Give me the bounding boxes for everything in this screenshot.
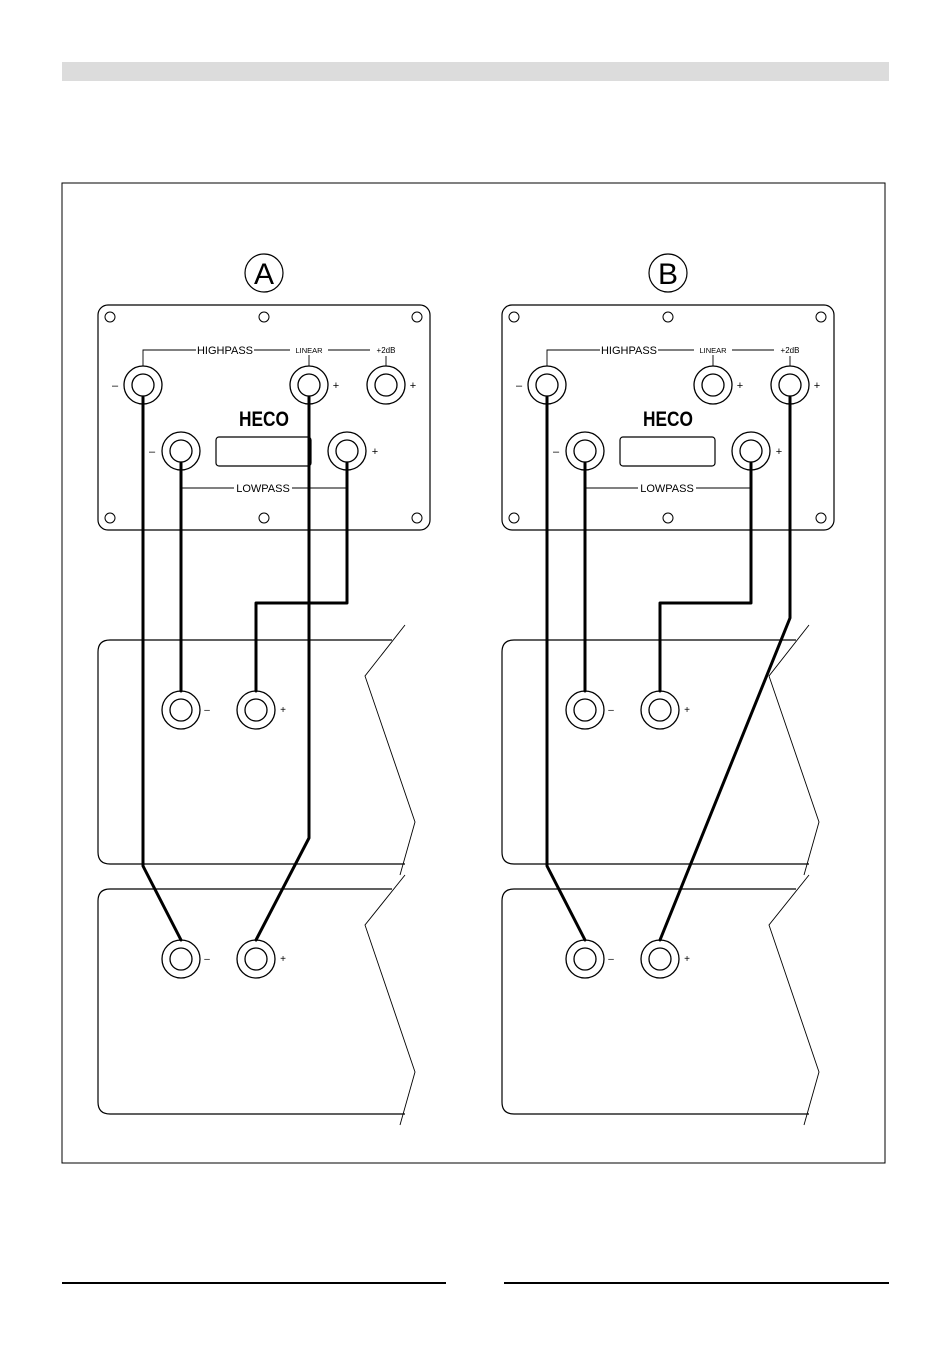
cabinet-plus-terminal bbox=[237, 940, 275, 978]
linear-plus-terminal bbox=[694, 366, 732, 404]
lowpass-label: LOWPASS bbox=[640, 483, 694, 495]
cabinet-minus-terminal bbox=[566, 691, 604, 729]
screw-hole bbox=[259, 312, 269, 322]
polarity-plus: + bbox=[776, 446, 782, 458]
header-bar bbox=[62, 62, 889, 81]
diagram-b: B HIGHPASS LINEAR +2dB – bbox=[502, 254, 834, 1125]
polarity-plus: + bbox=[333, 380, 339, 392]
brand-logo: HECO bbox=[239, 408, 289, 431]
wires-b bbox=[547, 397, 790, 940]
screw-hole bbox=[509, 312, 519, 322]
screw-hole bbox=[259, 513, 269, 523]
speaker-cabinet-bottom-a: – + bbox=[98, 875, 415, 1125]
diagram-b-letter: B bbox=[658, 258, 678, 291]
cabinet-plus-terminal bbox=[641, 691, 679, 729]
cabinet-plus-terminal bbox=[641, 940, 679, 978]
diagram-a-letter: A bbox=[254, 258, 274, 291]
label-window bbox=[620, 437, 715, 466]
cabinet-minus-terminal bbox=[162, 691, 200, 729]
brand-logo: HECO bbox=[643, 408, 693, 431]
polarity-plus: + bbox=[372, 446, 378, 458]
screw-hole bbox=[412, 513, 422, 523]
cabinet-plus-terminal bbox=[237, 691, 275, 729]
polarity-plus: + bbox=[280, 954, 286, 965]
polarity-plus: + bbox=[737, 380, 743, 392]
diagram-b-badge: B bbox=[649, 254, 687, 292]
polarity-minus: – bbox=[149, 446, 156, 458]
screw-hole bbox=[816, 312, 826, 322]
polarity-plus: + bbox=[814, 380, 820, 392]
polarity-plus: + bbox=[684, 705, 690, 716]
screw-hole bbox=[105, 312, 115, 322]
polarity-minus: – bbox=[112, 380, 119, 392]
highpass-label: HIGHPASS bbox=[197, 345, 253, 357]
terminal-plate-a: HIGHPASS LINEAR +2dB – + + HECO bbox=[98, 305, 430, 530]
wire-highpass-minus bbox=[143, 397, 181, 940]
label-window bbox=[216, 437, 311, 466]
boost-label: +2dB bbox=[377, 346, 396, 355]
screw-hole bbox=[105, 513, 115, 523]
polarity-minus: – bbox=[608, 954, 614, 965]
diagram-a-badge: A bbox=[245, 254, 283, 292]
screw-hole bbox=[816, 513, 826, 523]
wire-boost-plus bbox=[660, 397, 790, 940]
polarity-minus: – bbox=[516, 380, 523, 392]
polarity-minus: – bbox=[608, 705, 614, 716]
cabinet-minus-terminal bbox=[566, 940, 604, 978]
linear-label: LINEAR bbox=[295, 346, 323, 355]
polarity-minus: – bbox=[553, 446, 560, 458]
screw-hole bbox=[663, 312, 673, 322]
wire-lowpass-plus bbox=[660, 463, 751, 691]
screw-hole bbox=[509, 513, 519, 523]
polarity-minus: – bbox=[204, 705, 210, 716]
boost-plus-terminal bbox=[367, 366, 405, 404]
lowpass-label: LOWPASS bbox=[236, 483, 290, 495]
screw-hole bbox=[663, 513, 673, 523]
wire-linear-plus bbox=[256, 397, 309, 940]
polarity-plus: + bbox=[280, 705, 286, 716]
speaker-cabinet-bottom-b: – + bbox=[502, 875, 819, 1125]
diagram-frame bbox=[62, 183, 885, 1163]
polarity-minus: – bbox=[204, 954, 210, 965]
wire-lowpass-plus bbox=[256, 463, 347, 691]
linear-label: LINEAR bbox=[699, 346, 727, 355]
terminal-plate-b: HIGHPASS LINEAR +2dB – + + HECO bbox=[502, 305, 834, 530]
polarity-plus: + bbox=[684, 954, 690, 965]
highpass-label: HIGHPASS bbox=[601, 345, 657, 357]
wires-a bbox=[143, 397, 347, 940]
diagram-a: A HIGHPASS LINEAR +2dB – bbox=[98, 254, 430, 1125]
cabinet-minus-terminal bbox=[162, 940, 200, 978]
polarity-plus: + bbox=[410, 380, 416, 392]
wire-highpass-minus bbox=[547, 397, 585, 940]
boost-label: +2dB bbox=[781, 346, 800, 355]
screw-hole bbox=[412, 312, 422, 322]
